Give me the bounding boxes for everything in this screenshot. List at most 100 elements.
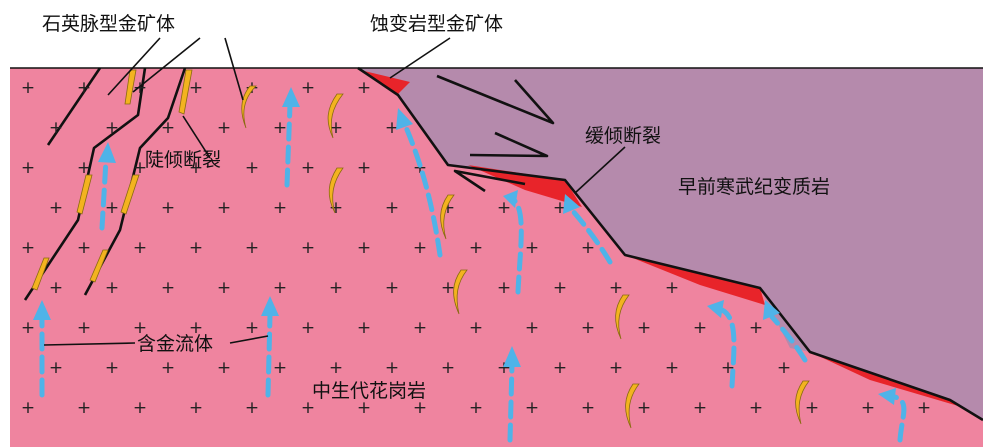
fluid-arrow-head <box>282 87 300 107</box>
leader-lines <box>43 37 626 346</box>
fluid-arrow-head <box>707 300 724 318</box>
granite-plus-mark: + <box>133 318 147 338</box>
quartz-vein-squiggle <box>625 383 640 429</box>
granite-plus-mark: + <box>749 318 763 338</box>
granite-plus-mark: + <box>21 238 35 258</box>
quartz-vein-leader <box>132 37 201 93</box>
gentle-fault-label: 缓倾断裂 <box>585 125 661 147</box>
granite-plus-mark: + <box>217 118 231 138</box>
fluid-arrow <box>402 122 443 258</box>
granite-plus-mark: + <box>581 238 595 258</box>
granite-plus-mark: + <box>273 278 287 298</box>
granite-plus-mark: + <box>49 278 63 298</box>
granite-plus-mark: + <box>637 398 651 418</box>
shear-arrow-lower <box>453 169 526 193</box>
granite-plus-mark: + <box>357 238 371 258</box>
granite-plus-mark: + <box>21 398 35 418</box>
granite-plus-mark: + <box>21 318 35 338</box>
fluid-arrow-head <box>563 194 580 214</box>
granite-plus-mark: + <box>329 278 343 298</box>
granite-plus-mark: + <box>77 238 91 258</box>
granite-plus-mark: + <box>77 158 91 178</box>
quartz-vein-squiggle <box>795 380 810 425</box>
granite-plus-mark: + <box>385 198 399 218</box>
quartz-vein <box>76 174 93 215</box>
quartz-vein <box>31 257 50 291</box>
granite-plus-mark: + <box>189 398 203 418</box>
granite-plus-mark: + <box>161 118 175 138</box>
fluid-arrow-head <box>763 300 780 320</box>
granite-plus-mark: + <box>49 358 63 378</box>
steep-fault-line <box>46 67 102 146</box>
mesozoic-granite-label: 中生代花岗岩 <box>312 380 426 402</box>
quartz-vein-squiggle <box>241 85 257 129</box>
steep-fault-label: 陡倾断裂 <box>145 149 221 171</box>
steep-fault-line <box>23 67 147 301</box>
granite-plus-mark: + <box>553 358 567 378</box>
fluid-arrow-head <box>98 142 116 163</box>
fluid-flow-arrows <box>33 87 907 443</box>
fluid-arrow <box>507 362 515 443</box>
gentle-fault-leader <box>574 146 626 194</box>
quartz-veins-steep <box>31 69 193 291</box>
altered-ore-lens <box>628 256 765 305</box>
precambrian-metamorphic-label: 早前寒武纪变质岩 <box>678 176 830 198</box>
granite-plus-marks: + + + + + + + + + + + + + + + + + + + + + + + + + + + + + + + + + + + + + + + +… <box>21 78 931 418</box>
granite-plus-mark: + <box>133 78 147 98</box>
fluid-arrow <box>569 207 613 265</box>
granite-plus-mark: + <box>609 278 623 298</box>
granite-plus-mark: + <box>301 158 315 178</box>
quartz-vein-squiggles <box>241 85 810 429</box>
granite-plus-mark: + <box>273 118 287 138</box>
granite-plus-mark: + <box>525 398 539 418</box>
granite-plus-mark: + <box>21 158 35 178</box>
granite-plus-mark: + <box>469 398 483 418</box>
fluid-arrow <box>511 197 524 295</box>
granite-plus-mark: + <box>245 318 259 338</box>
fluid-arrow <box>99 157 109 231</box>
fluid-leader <box>229 335 269 344</box>
granite-plus-mark: + <box>189 158 203 178</box>
granite-plus-mark: + <box>581 318 595 338</box>
fluid-arrow-head <box>33 300 51 320</box>
granite-plus-mark: + <box>469 238 483 258</box>
granite-plus-mark: + <box>49 198 63 218</box>
altered-ore-leader <box>389 37 451 79</box>
fluid-arrow <box>719 307 737 389</box>
gentle-fault-line <box>357 66 983 422</box>
granite-plus-mark: + <box>301 398 315 418</box>
granite-plus-mark: + <box>301 238 315 258</box>
fluid-arrow <box>265 312 273 398</box>
quartz-vein-squiggle <box>440 194 455 240</box>
fluid-arrow-head <box>878 388 896 405</box>
quartz-vein-squiggle <box>615 294 630 340</box>
granite-plus-mark: + <box>21 78 35 98</box>
granite-plus-mark: + <box>861 398 875 418</box>
granite-plus-mark: + <box>189 238 203 258</box>
quartz-vein <box>124 69 137 105</box>
granite-plus-mark: + <box>693 398 707 418</box>
granite-plus-mark: + <box>441 278 455 298</box>
granite-plus-mark: + <box>105 198 119 218</box>
granite-plus-mark: + <box>273 358 287 378</box>
steep-fault-line <box>83 67 187 296</box>
fluid-arrow <box>892 394 907 443</box>
granite-plus-mark: + <box>217 278 231 298</box>
granite-plus-mark: + <box>385 278 399 298</box>
granite-plus-mark: + <box>329 358 343 378</box>
granite-plus-mark: + <box>917 398 931 418</box>
altered-rock-orebody-label: 蚀变岩型金矿体 <box>370 13 503 35</box>
granite-plus-mark: + <box>357 398 371 418</box>
granite-plus-mark: + <box>357 318 371 338</box>
granite-plus-mark: + <box>413 238 427 258</box>
quartz-vein <box>120 174 140 215</box>
granite-plus-mark: + <box>301 318 315 338</box>
granite-plus-mark: + <box>497 278 511 298</box>
granite-plus-mark: + <box>217 358 231 378</box>
shear-arrow-middle <box>469 131 549 158</box>
quartz-vein-orebody-label: 石英脉型金矿体 <box>42 13 175 35</box>
granite-plus-mark: + <box>357 78 371 98</box>
fluid-arrow-head <box>261 296 279 316</box>
quartz-vein <box>89 249 109 283</box>
granite-plus-mark: + <box>525 238 539 258</box>
